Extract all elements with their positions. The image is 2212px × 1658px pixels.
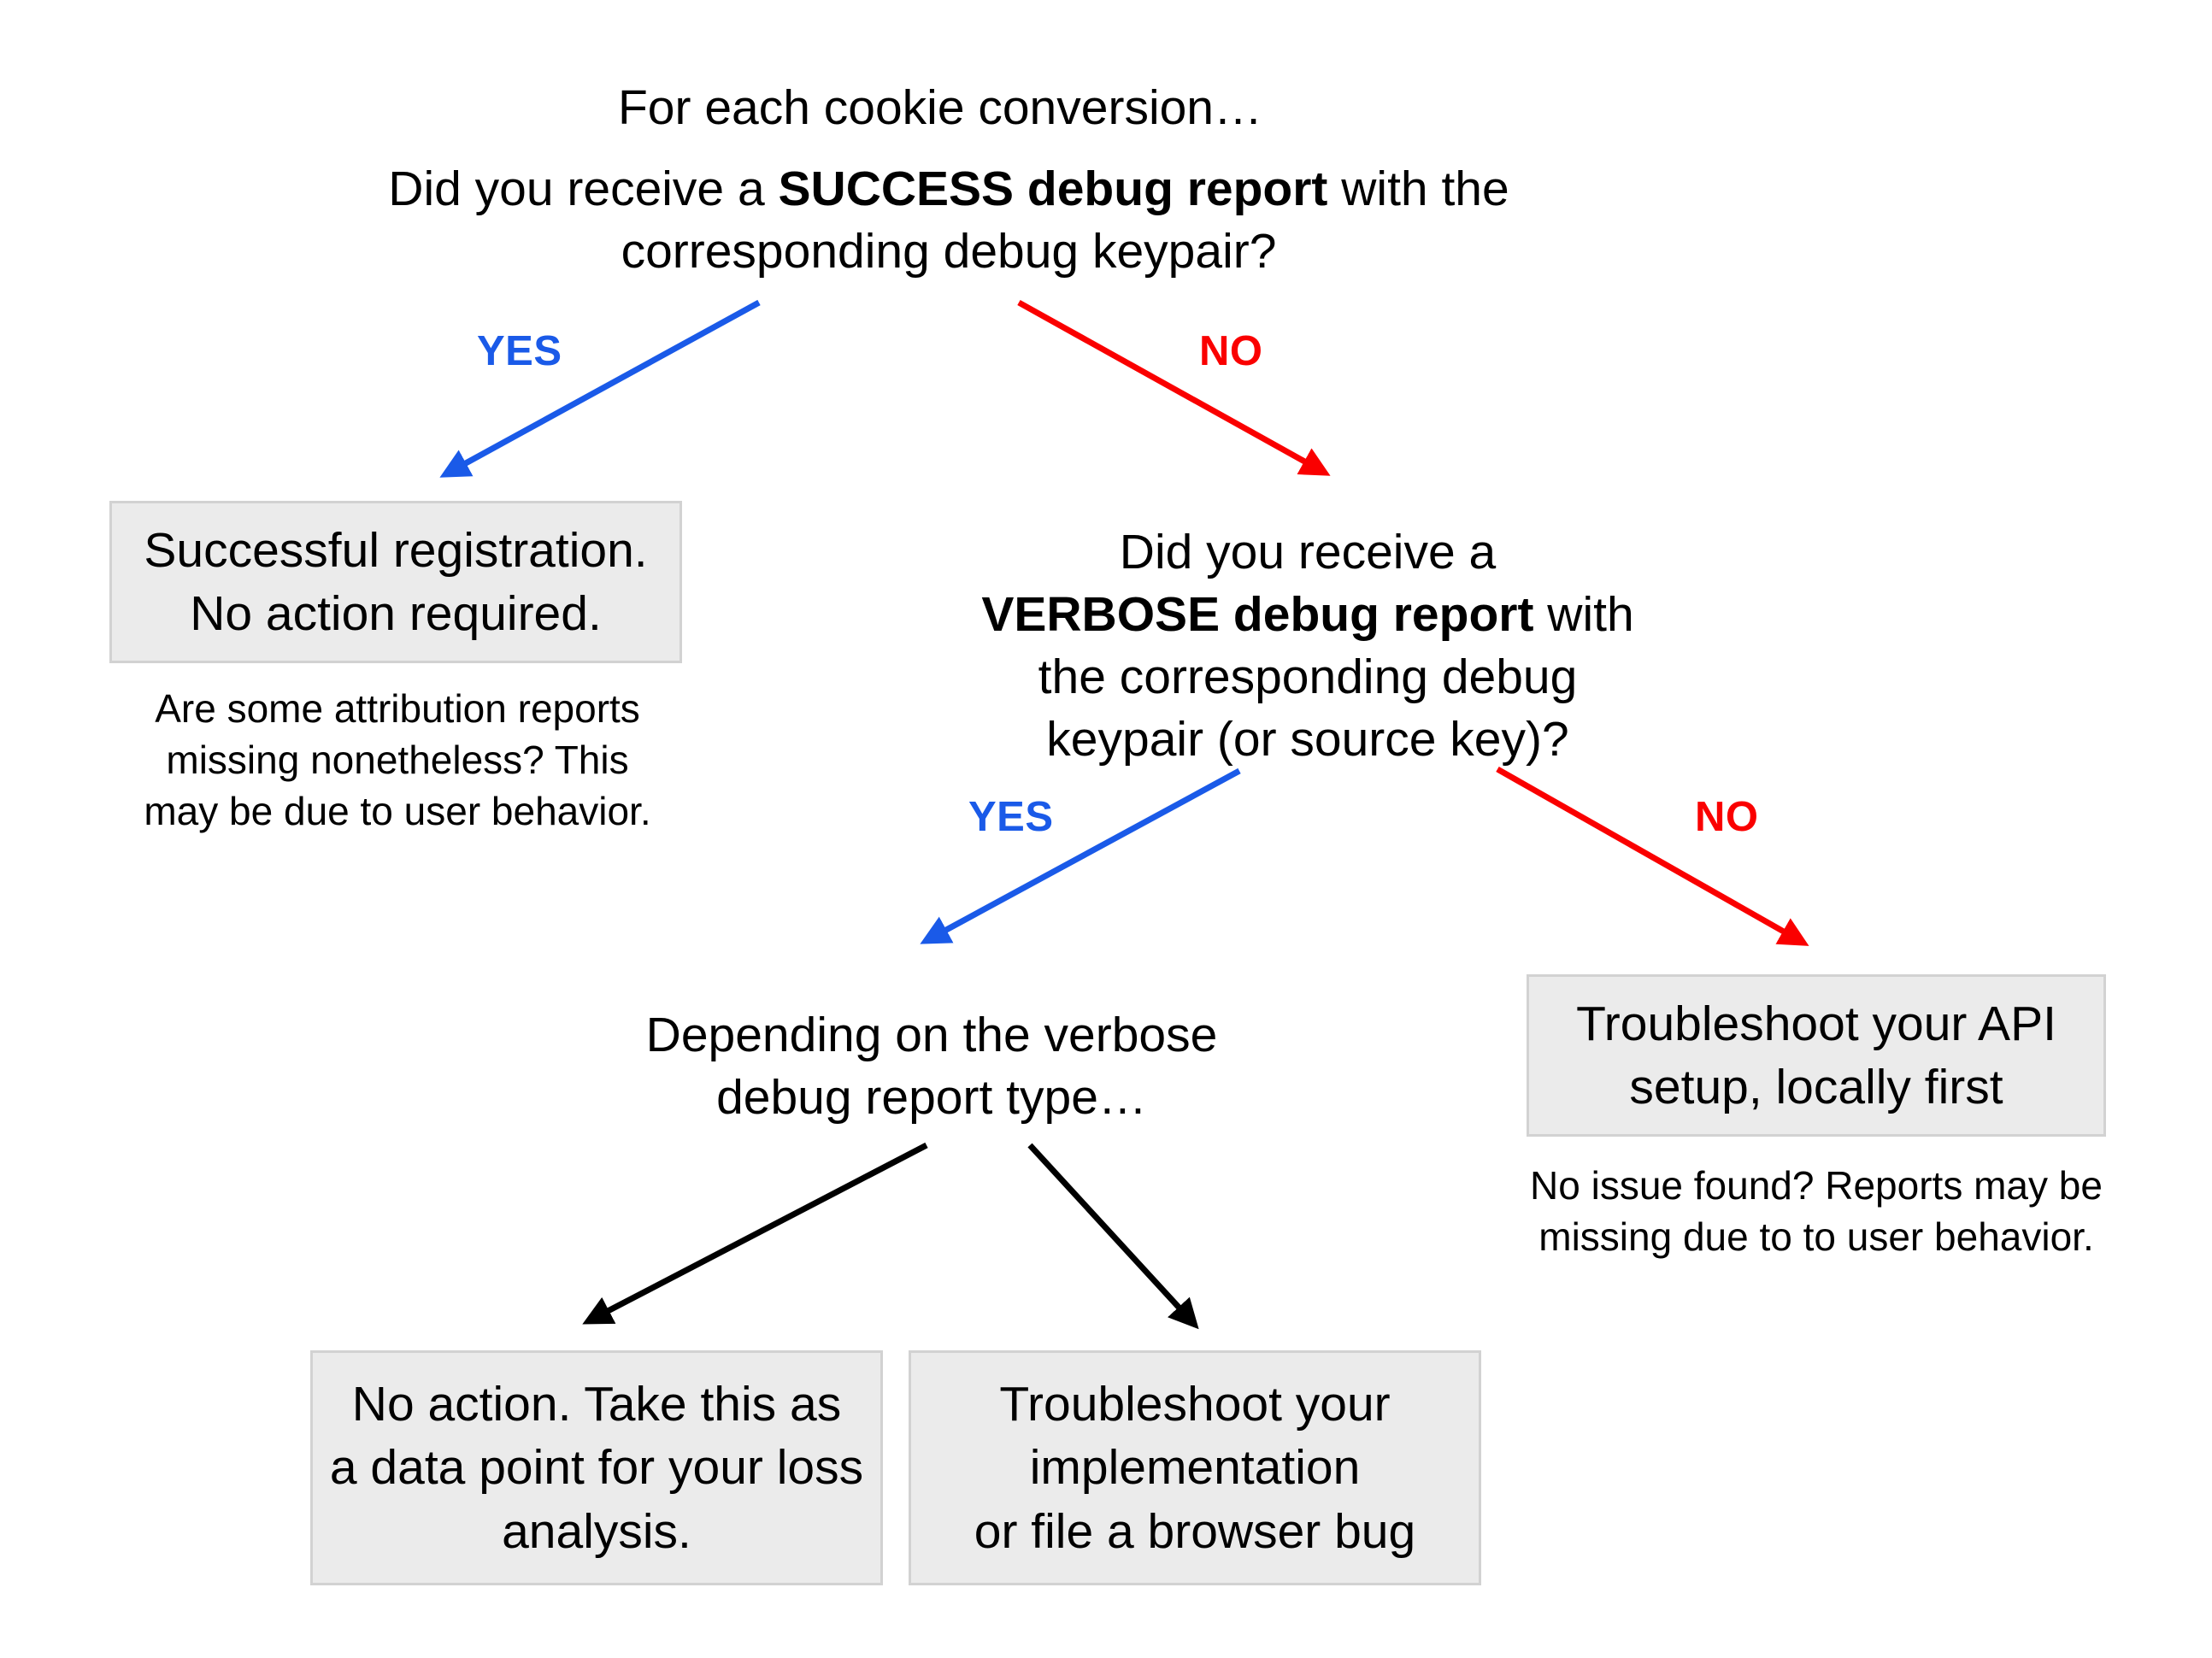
branch-text-verbose-report-type: Depending on the verbose debug report ty… [645,1008,1218,1125]
question-2-line-b-bold: VERBOSE debug report [981,586,1534,642]
edge-label-yes-2: YES [968,794,1054,840]
edge-label-yes-1: YES [477,328,562,374]
edge-label-no-1: NO [1199,328,1263,374]
arrow-no-1 [1017,299,1331,476]
edge-label-no-2: NO [1695,794,1759,840]
page-title: For each cookie conversion… [617,80,1263,135]
arrow-branch-right [1027,1143,1199,1330]
box-successful-registration[interactable]: Successful registration. No action requi… [109,501,682,663]
box-troubleshoot-implementation[interactable]: Troubleshoot your implementation or file… [909,1350,1481,1585]
question-2-line-d: keypair (or source key)? [1046,711,1569,767]
caption-no-issue-found-note: No issue found? Reports may be missing d… [1530,1163,2103,1259]
question-success-debug-report: Did you receive a SUCCESS debug report w… [256,158,1641,283]
question-1-line-a-post: with the [1327,162,1509,216]
question-1-line-a-bold: SUCCESS debug report [778,162,1328,216]
box-no-action-loss-analysis[interactable]: No action. Take this as a data point for… [310,1350,883,1585]
question-1-line-a-pre: Did you receive a [388,162,779,216]
caption-attribution-missing-note: Are some attribution reports missing non… [144,686,651,833]
question-2-line-b-post: with [1533,586,1634,642]
box-troubleshoot-api[interactable]: Troubleshoot your API setup, locally fir… [1527,974,2106,1137]
arrow-branch-left [582,1142,928,1325]
question-1-line-b: corresponding debug keypair? [621,223,1277,279]
question-2-line-a: Did you receive a [1119,525,1497,579]
question-2-line-c: the corresponding debug [1038,649,1578,704]
question-verbose-debug-report: Did you receive a VERBOSE debug report wi… [966,521,1650,771]
